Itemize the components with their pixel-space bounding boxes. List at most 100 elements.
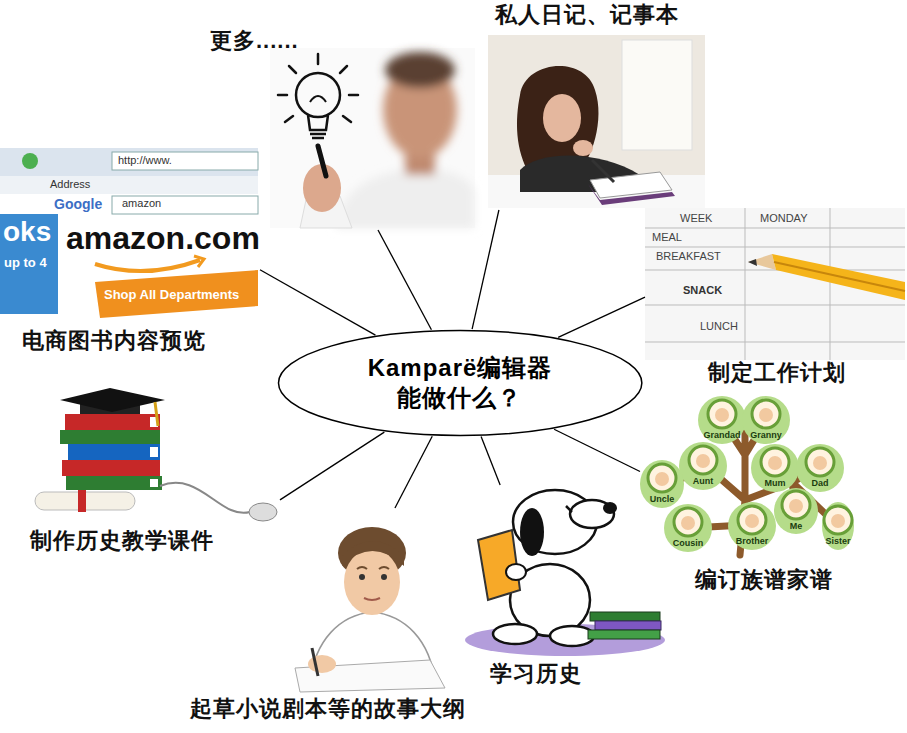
label-anchor: MEAL [652, 231, 682, 244]
diary-node: 私人日记、记事本 [488, 2, 706, 210]
idea-man-photo [340, 66, 347, 73]
label-anchor: MONDAY [760, 212, 807, 225]
snoopy-illustration [493, 624, 537, 644]
planner-photo [645, 342, 905, 343]
books-cap-illustration [160, 483, 250, 513]
picture-label: Dad [790, 478, 850, 488]
snoopy-illustration [588, 630, 660, 639]
label-anchor: amazon.com [66, 220, 260, 257]
amazon-screenshot [112, 152, 258, 170]
idea-man-photo [317, 54, 320, 64]
books-cap-illustration [62, 460, 160, 476]
picture-caption: 私人日记、记事本 [495, 2, 679, 28]
connector-line [558, 297, 645, 337]
idea-man-photo [303, 164, 341, 212]
idea-man-photo [335, 52, 474, 228]
snoopy-illustration [520, 508, 544, 556]
amazon-screenshot [194, 256, 204, 267]
picture-label: Google [54, 196, 102, 212]
label-anchor: Address [50, 178, 90, 191]
study-node: 学习历史 [455, 485, 670, 691]
picture-label: Address [50, 178, 90, 191]
planner-photo [830, 208, 831, 360]
snoopy-illustration [550, 626, 594, 646]
center-question: Kamparë编辑器 能做什么？ [345, 353, 575, 413]
snoopy-illustration [465, 490, 665, 656]
picture-label: MONDAY [760, 212, 807, 225]
family-tree-illustration [696, 454, 710, 468]
family-tree-illustration [782, 491, 810, 519]
picture-label: Granny [736, 430, 796, 440]
picture-label: Aunt [673, 476, 733, 486]
books-cap-illustration [150, 447, 158, 457]
snoopy-illustration [603, 502, 617, 514]
family-tree-illustration [738, 506, 766, 534]
planner-photo [645, 247, 905, 248]
label-anchor: Google [54, 196, 102, 212]
connector-line [260, 270, 375, 335]
idea-man-photo [296, 73, 340, 117]
amazon-screenshot [95, 270, 258, 318]
picture-label: Sister [808, 536, 868, 546]
books-cap-illustration [65, 414, 160, 430]
idea-man-photo [310, 133, 326, 136]
idea-man-photo [289, 66, 296, 73]
family-tree-illustration [831, 514, 845, 528]
diary-woman-photo [488, 35, 705, 208]
diary-woman-photo [543, 94, 581, 142]
label-anchor: up to 4 [4, 256, 47, 271]
label-anchor: Grandad [692, 430, 752, 440]
planner-photo [772, 254, 905, 300]
label-anchor: LUNCH [700, 320, 738, 333]
label-anchor: http://www. [118, 154, 172, 167]
planner-photo [645, 208, 905, 360]
family-tree-illustration [761, 448, 789, 476]
outline-node: 起草小说剧本等的故事大纲 [185, 508, 475, 726]
idea-man-photo [385, 52, 455, 88]
planner-photo [745, 208, 746, 360]
diary-woman-photo [488, 35, 705, 208]
label-anchor: BREAKFAST [656, 250, 721, 263]
idea-man-photo [308, 115, 328, 130]
ellipse-outline [277, 329, 643, 437]
label-anchor: Brother [722, 536, 782, 546]
books-cap-illustration [150, 479, 158, 487]
amazon-screenshot [95, 260, 200, 271]
picture-label: MEAL [652, 231, 682, 244]
amazon-screenshot [22, 153, 38, 169]
idea-man-photo [278, 54, 358, 122]
label-anchor: Cousin [658, 538, 718, 548]
picture-label: Shop All Departments [104, 288, 239, 303]
label-anchor: Mum [745, 478, 805, 488]
planner-photo [645, 305, 905, 306]
family-tree-illustration [759, 408, 773, 422]
idea-man-photo [318, 146, 326, 176]
family-tree-illustration [806, 448, 834, 476]
family-tree-illustration [655, 472, 669, 486]
connector-line [554, 429, 640, 471]
courseware-node: 制作历史教学课件 [28, 385, 280, 559]
center-ellipse: Kamparë编辑器 能做什么？ [277, 329, 643, 437]
amazon-screenshot [0, 148, 258, 176]
books-cap-illustration [150, 417, 158, 487]
boy-writing-illustration [344, 549, 400, 615]
label-anchor: SNACK [683, 284, 722, 297]
picture-caption: 制作历史教学课件 [30, 528, 214, 554]
plan-node: 制定工作计划 [645, 208, 905, 390]
picture-caption: 更多...... [210, 28, 299, 54]
books-cap-illustration [78, 490, 86, 512]
connector-line [395, 436, 432, 508]
picture-caption: 电商图书内容预览 [22, 328, 206, 354]
boy-writing-illustration [295, 527, 445, 692]
picture-label: Uncle [632, 494, 692, 504]
family-tree-illustration [674, 508, 702, 536]
picture-caption: 编订族谱家谱 [695, 567, 833, 593]
books-cap-illustration [60, 388, 165, 412]
picture-caption: 学习历史 [490, 661, 582, 687]
idea-man-photo [270, 48, 475, 228]
label-anchor: Uncle [632, 494, 692, 504]
boy-writing-illustration [342, 541, 404, 566]
label-anchor: amazon [122, 197, 161, 210]
idea-man-photo [310, 96, 326, 102]
